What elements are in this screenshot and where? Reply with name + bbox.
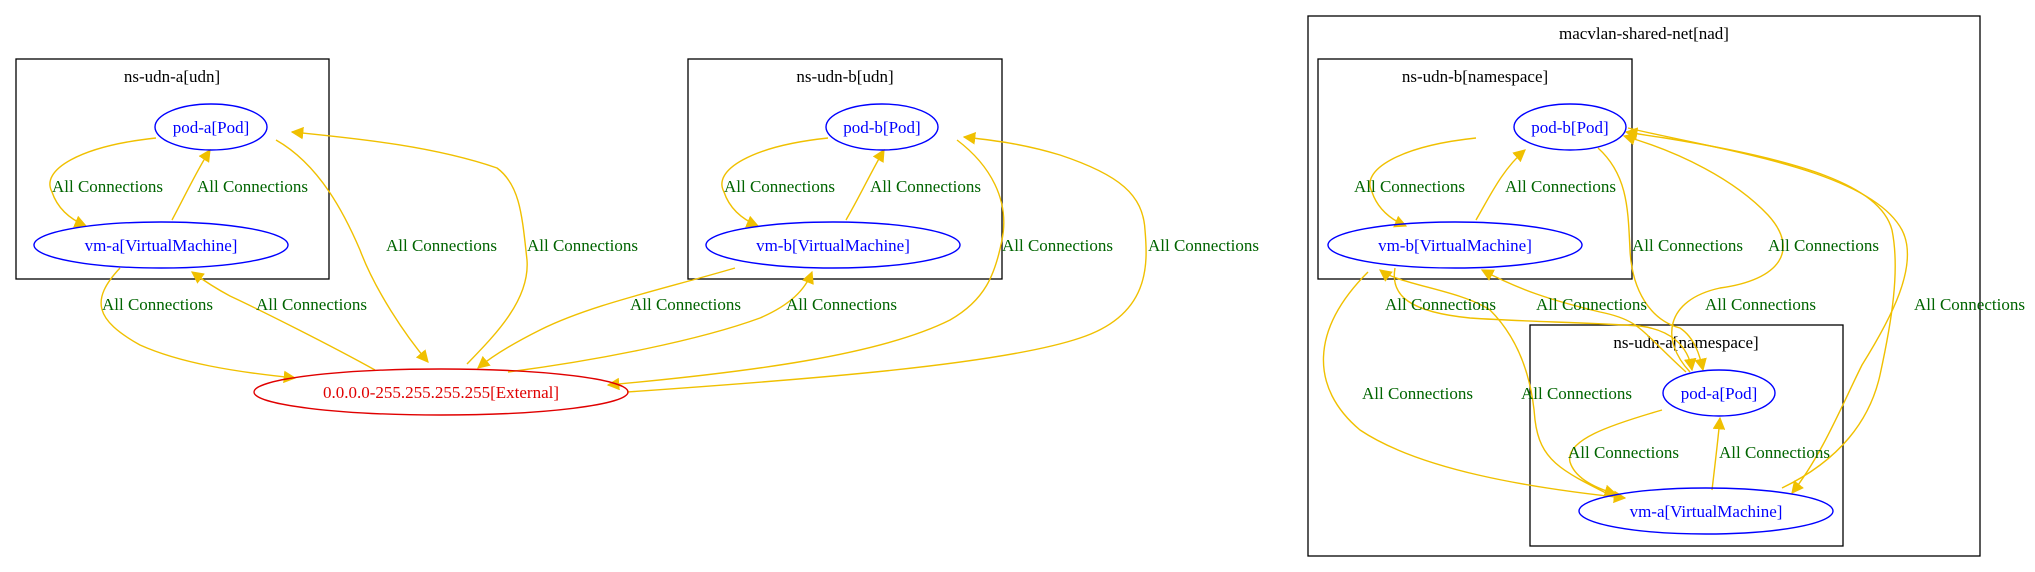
edge-label: All Connections	[1521, 384, 1632, 403]
node-pod-a-udn: pod-a[Pod]	[154, 103, 268, 151]
edge-label: All Connections	[256, 295, 367, 314]
edge-pod-b-to-external	[606, 139, 1005, 391]
edge-pod-b-to-vm-b-mac	[1369, 137, 1477, 228]
edge-label: All Connections	[1705, 295, 1816, 314]
edge-pod-b-to-vm-b	[721, 137, 829, 228]
edge-label: All Connections	[1719, 443, 1830, 462]
node-label: vm-b[VirtualMachine]	[1378, 236, 1532, 255]
edge-label: All Connections	[102, 295, 213, 314]
edge-vm-b-to-external	[477, 267, 736, 369]
edge-label: All Connections	[1385, 295, 1496, 314]
edge-pod-a-to-vm-a-mac	[1569, 409, 1663, 497]
cluster-label: macvlan-shared-net[nad]	[1559, 24, 1729, 43]
cluster-ns-udn-b-namespace: ns-udn-b[namespace]	[1317, 58, 1633, 280]
edge-vm-a-to-pod-b-mac	[1624, 127, 1896, 489]
edge-label: All Connections	[527, 236, 638, 255]
node-vm-a-macvlan: vm-a[VirtualMachine]	[1578, 487, 1834, 535]
edge-label: All Connections	[724, 177, 835, 196]
edge-pod-a-to-vm-a	[49, 137, 157, 228]
cluster-ns-udn-a-udn: ns-udn-a[udn]	[15, 58, 330, 280]
node-pod-b-macvlan: pod-b[Pod]	[1513, 103, 1627, 151]
cluster-macvlan-shared-net-nad: macvlan-shared-net[nad]	[1307, 15, 1981, 557]
node-label: 0.0.0.0-255.255.255.255[External]	[323, 383, 559, 402]
node-label: vm-a[VirtualMachine]	[1630, 502, 1783, 521]
edge-labels: All Connections All Connections All Conn…	[52, 177, 2025, 462]
node-label: vm-b[VirtualMachine]	[756, 236, 910, 255]
node-label: pod-a[Pod]	[1681, 384, 1757, 403]
edge-label: All Connections	[630, 295, 741, 314]
edge-label: All Connections	[1002, 236, 1113, 255]
node-label: pod-b[Pod]	[1531, 118, 1608, 137]
node-pod-a-macvlan: pod-a[Pod]	[1662, 369, 1776, 417]
edge-vm-a-to-pod-a-mac	[1711, 416, 1726, 491]
node-pod-b-udn: pod-b[Pod]	[825, 103, 939, 151]
edge-label: All Connections	[1354, 177, 1465, 196]
node-vm-a-udn: vm-a[VirtualMachine]	[33, 221, 289, 269]
edge-label: All Connections	[1536, 295, 1647, 314]
node-label: pod-a[Pod]	[173, 118, 249, 137]
edge-label: All Connections	[1362, 384, 1473, 403]
edge-label: All Connections	[786, 295, 897, 314]
cluster-label: ns-udn-a[udn]	[124, 67, 220, 86]
edge-vm-b-to-pod-a-mac	[1393, 267, 1697, 372]
edge-pod-a-to-pod-b-mac	[1622, 133, 1784, 373]
edges	[49, 126, 1909, 504]
edge-vm-b-to-pod-b	[845, 148, 885, 221]
edge-label: All Connections	[1914, 295, 2025, 314]
cluster-label: ns-udn-b[namespace]	[1402, 67, 1548, 86]
edge-label: All Connections	[1768, 236, 1879, 255]
edge-vm-a-to-external	[100, 267, 297, 384]
edge-vm-a-to-vm-b-mac	[1378, 269, 1611, 496]
edge-external-to-vm-b	[507, 270, 814, 373]
node-vm-b-udn: vm-b[VirtualMachine]	[705, 221, 961, 269]
edge-pod-a-to-vm-b-mac	[1480, 269, 1687, 373]
edge-pod-b-to-pod-a-mac	[1597, 147, 1707, 372]
edge-label: All Connections	[197, 177, 308, 196]
edge-external-to-vm-a	[190, 271, 376, 371]
edge-pod-b-to-vm-a-mac	[1627, 127, 1909, 494]
edge-label: All Connections	[1505, 177, 1616, 196]
cluster-label: ns-udn-a[namespace]	[1613, 333, 1758, 352]
edge-label: All Connections	[386, 236, 497, 255]
edge-vm-a-to-pod-a	[171, 148, 211, 221]
cluster-label: ns-udn-b[udn]	[796, 67, 893, 86]
node-label: vm-a[VirtualMachine]	[85, 236, 238, 255]
edge-pod-a-to-external	[275, 139, 429, 363]
edge-vm-b-to-pod-b-mac	[1475, 149, 1526, 221]
edge-vm-b-to-vm-a-mac	[1322, 271, 1627, 504]
node-label: pod-b[Pod]	[843, 118, 920, 137]
cluster-ns-udn-b-udn: ns-udn-b[udn]	[687, 58, 1003, 280]
edge-label: All Connections	[52, 177, 163, 196]
node-vm-b-macvlan: vm-b[VirtualMachine]	[1327, 221, 1583, 269]
edge-label: All Connections	[1568, 443, 1679, 462]
edge-label: All Connections	[1148, 236, 1259, 255]
edge-external-to-pod-b	[626, 132, 1147, 393]
node-external: 0.0.0.0-255.255.255.255[External]	[253, 368, 629, 416]
edge-label: All Connections	[1632, 236, 1743, 255]
edge-external-to-pod-a	[290, 126, 528, 365]
edge-label: All Connections	[870, 177, 981, 196]
